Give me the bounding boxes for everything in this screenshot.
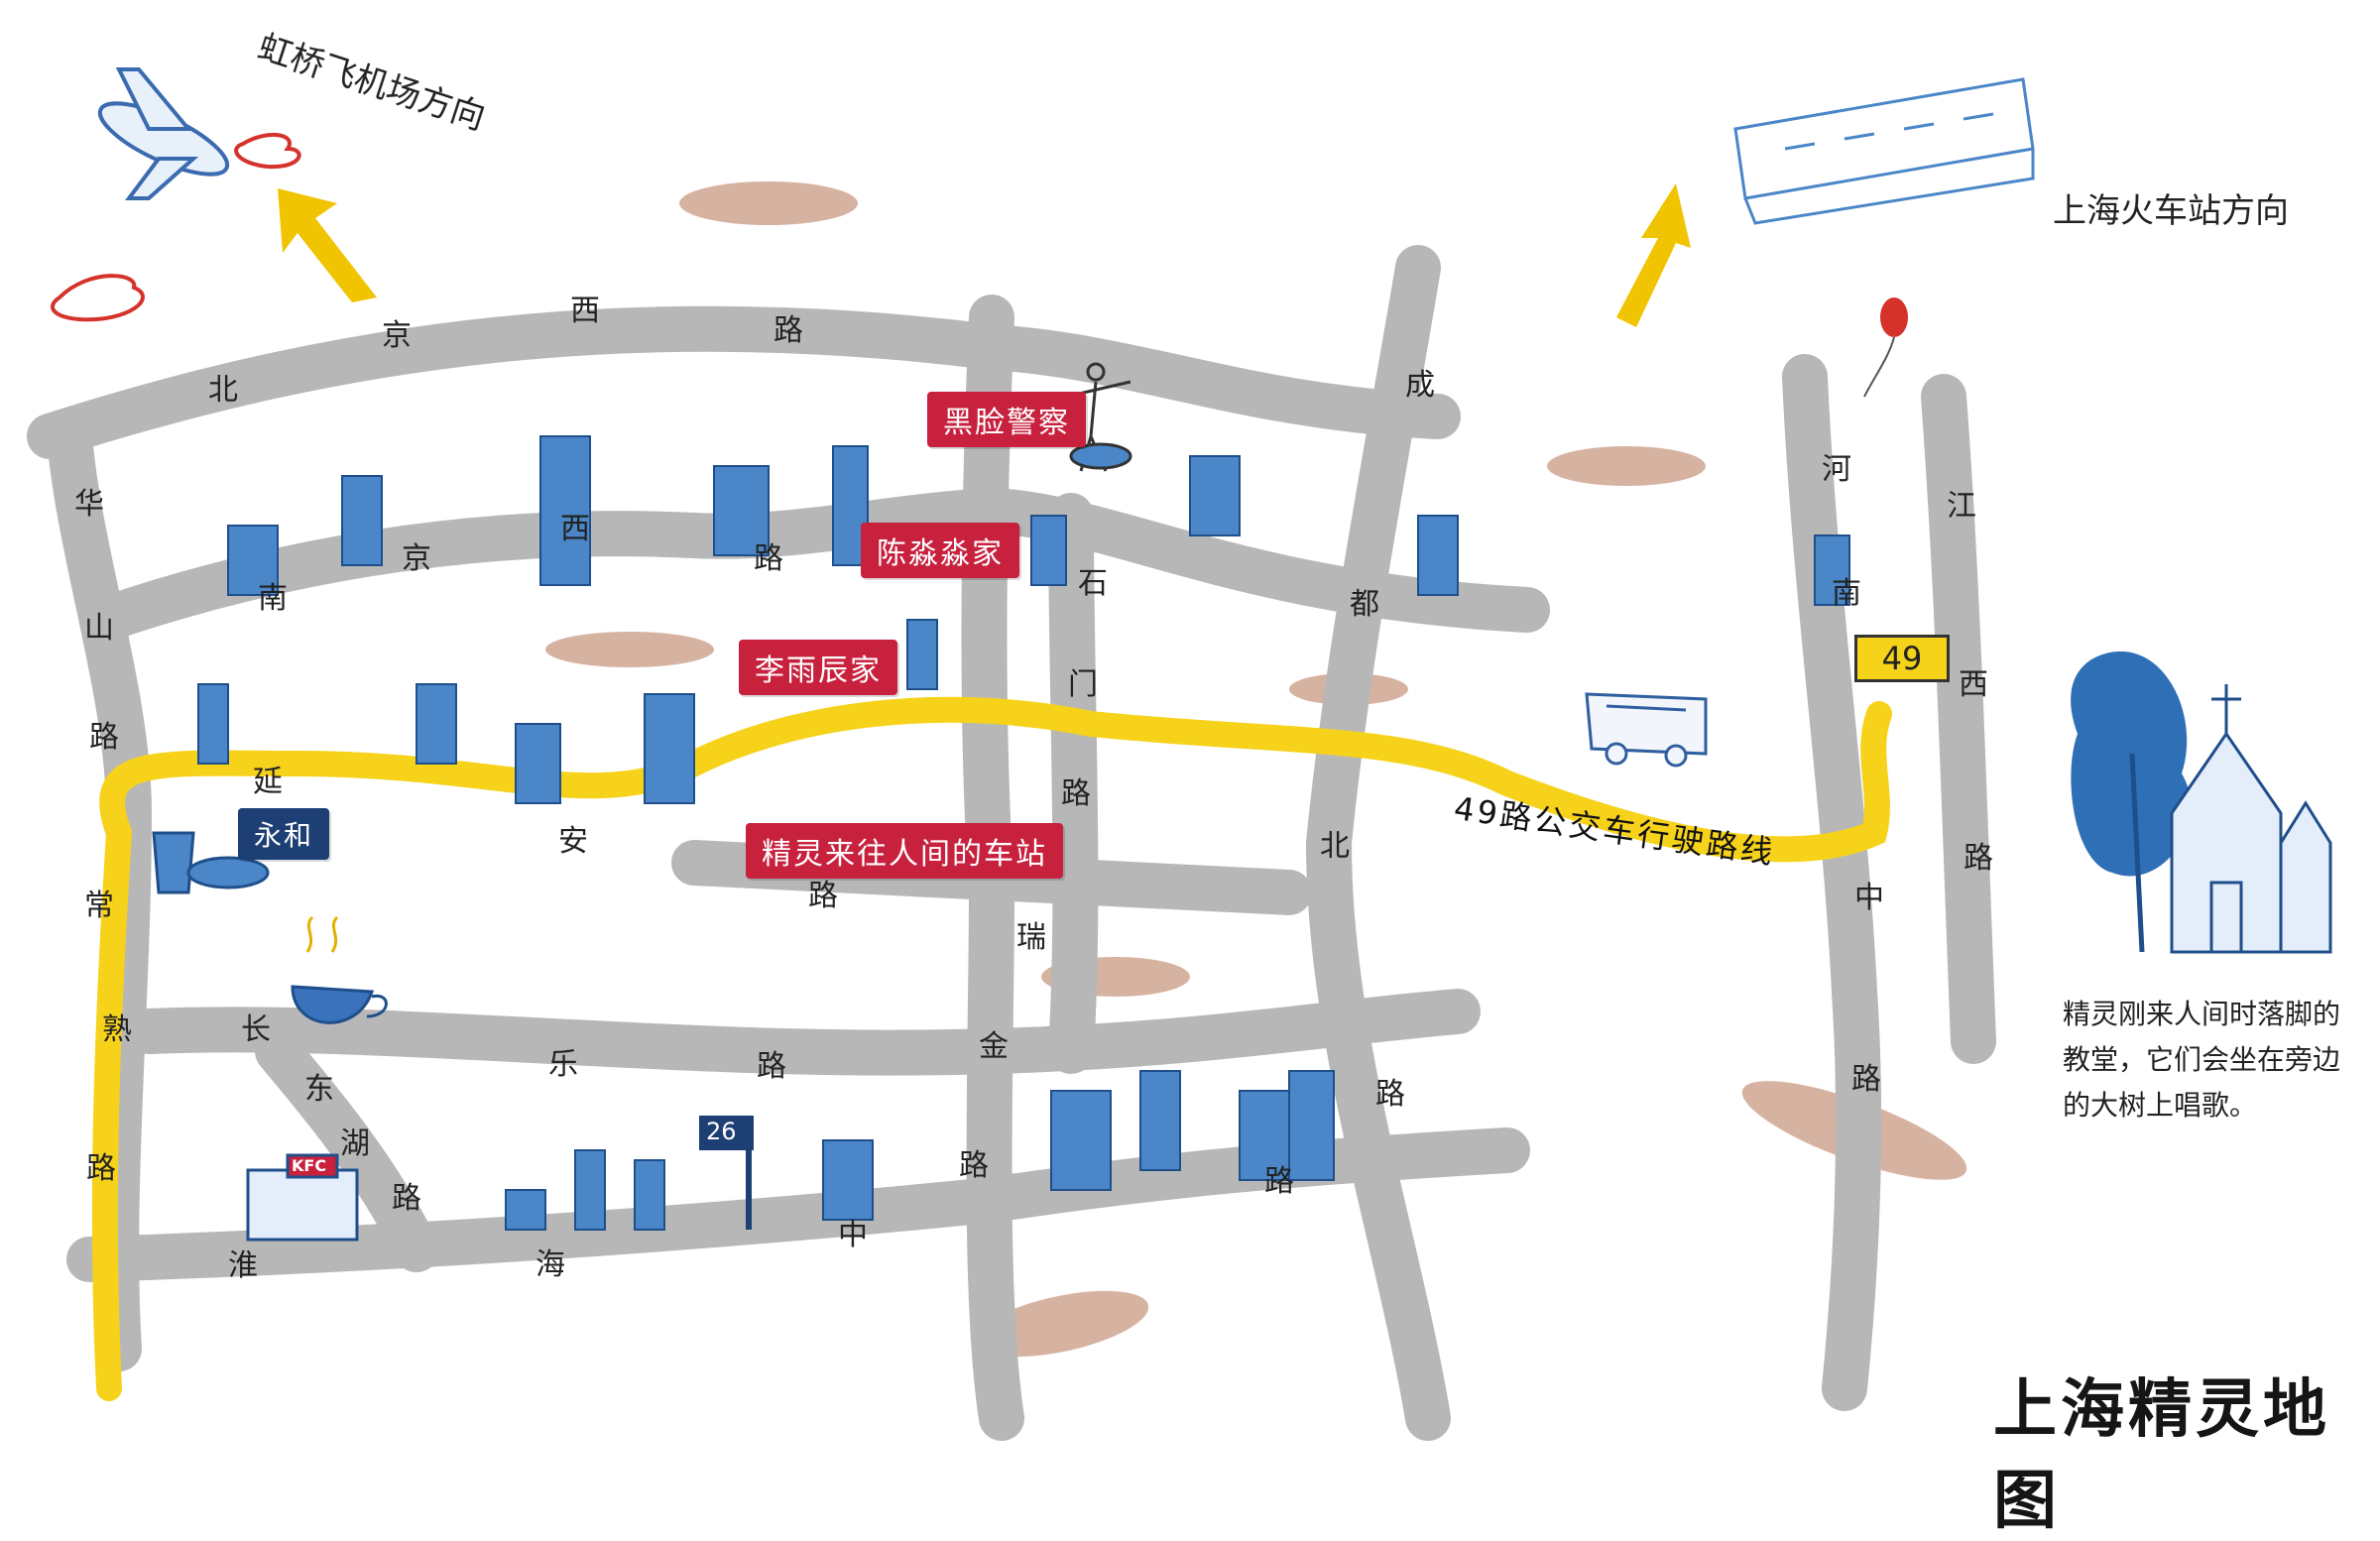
coffee-cup-icon	[291, 915, 388, 1024]
red-clouds	[51, 132, 301, 322]
road-jiangxi-2: 西	[1959, 667, 1988, 702]
road-jiangxi-3: 路	[1964, 841, 1993, 876]
road-henan-3: 中	[1854, 881, 1884, 915]
church-note: 精灵刚来人间时落脚的教堂，它们会坐在旁边的大树上唱歌。	[2063, 998, 2341, 1122]
building-cluster	[197, 435, 1850, 1231]
road-changshu-3: 路	[86, 1151, 116, 1186]
cloud-blobs	[545, 181, 1967, 1358]
balloon-icon	[1863, 297, 1908, 398]
road-nanjing-xi-3: 西	[560, 512, 590, 546]
road-jiangxi-1: 江	[1947, 489, 1976, 524]
tree-icon	[2071, 651, 2192, 953]
road-changshu-2: 熟	[102, 1012, 132, 1047]
road-chengdu-3: 北	[1320, 829, 1350, 864]
road-nanjing-xi-2: 京	[402, 541, 431, 576]
road-changle-2: 乐	[548, 1047, 578, 1082]
arrow-up-icon	[278, 183, 1691, 327]
railway-direction-label: 上海火车站方向	[2053, 191, 2289, 231]
road-chengdu-2: 都	[1350, 587, 1379, 622]
road-yanan-1: 延	[253, 765, 283, 799]
church-icon	[2170, 684, 2332, 954]
sprite-station-label: 精灵来往人间的车站	[746, 823, 1063, 879]
road-donghu-1: 东	[304, 1072, 334, 1107]
road-changshu-1: 常	[84, 889, 114, 923]
road-ruijin-3: 路	[959, 1148, 989, 1183]
police-label: 黑脸警察	[927, 392, 1086, 447]
road-donghu-3: 路	[392, 1181, 421, 1216]
road-changle-3: 路	[757, 1049, 786, 1084]
road-yanan-2: 安	[558, 824, 588, 859]
road-nanjing-xi-1: 南	[258, 581, 288, 616]
road-beijing-xi-1: 北	[208, 373, 238, 408]
bus-route-line	[91, 696, 1892, 1401]
road-yanan-3: 路	[808, 879, 838, 913]
road-henan-2: 南	[1832, 576, 1861, 611]
road-huaihai-2: 海	[536, 1247, 565, 1282]
road-huaihai-4: 路	[1264, 1164, 1294, 1199]
road-changle-1: 长	[241, 1012, 271, 1047]
road-donghu-2: 湖	[340, 1126, 370, 1161]
map-canvas	[27, 67, 2332, 1441]
bus-number-sign: 49	[1854, 635, 1950, 682]
road-huashan-2: 山	[84, 611, 114, 646]
road-henan-4: 路	[1851, 1062, 1881, 1097]
road-ruijin-1: 瑞	[1016, 920, 1046, 955]
map-title: 上海精灵地图	[1993, 1372, 2330, 1538]
road-chengdu-4: 路	[1375, 1077, 1405, 1112]
train-icon	[1733, 77, 2035, 225]
road-shimen-2: 门	[1068, 667, 1098, 702]
statue-icon	[1065, 362, 1132, 472]
road-huaihai-3: 中	[838, 1218, 868, 1252]
road-shimen-3: 路	[1061, 776, 1091, 811]
road-beijing-xi-3: 西	[570, 294, 600, 328]
yonghe-label: 永和	[238, 808, 330, 860]
road-huashan-3: 路	[89, 720, 119, 755]
road-shimen-1: 石	[1078, 566, 1108, 601]
road-huashan-1: 华	[74, 487, 104, 522]
road-huaihai-1: 淮	[228, 1248, 258, 1283]
chensen-home-label: 陈淼淼家	[861, 523, 1019, 578]
sign-26-number: 26	[706, 1118, 737, 1145]
road-beijing-xi-4: 路	[774, 313, 803, 348]
road-ruijin-2: 金	[979, 1029, 1009, 1064]
airplane-icon	[97, 67, 230, 200]
kfc-sign-text: KFC	[292, 1156, 327, 1175]
road-chengdu-1: 成	[1405, 368, 1435, 403]
bus-icon	[1585, 692, 1708, 768]
bus-sign-26	[699, 1116, 754, 1230]
road-henan-1: 河	[1822, 452, 1851, 487]
road-beijing-xi-2: 京	[382, 318, 412, 353]
road-nanjing-xi-4: 路	[754, 541, 783, 576]
kfc-store-icon	[246, 1153, 359, 1242]
shanghai-sprite-map: 虹桥飞机场方向 上海火车站方向 北 京 西 路 南 京 西 路 华 山 路 延 …	[27, 28, 2341, 1538]
liyuchen-home-label: 李雨辰家	[739, 640, 897, 695]
yonghe-cup	[152, 831, 270, 894]
